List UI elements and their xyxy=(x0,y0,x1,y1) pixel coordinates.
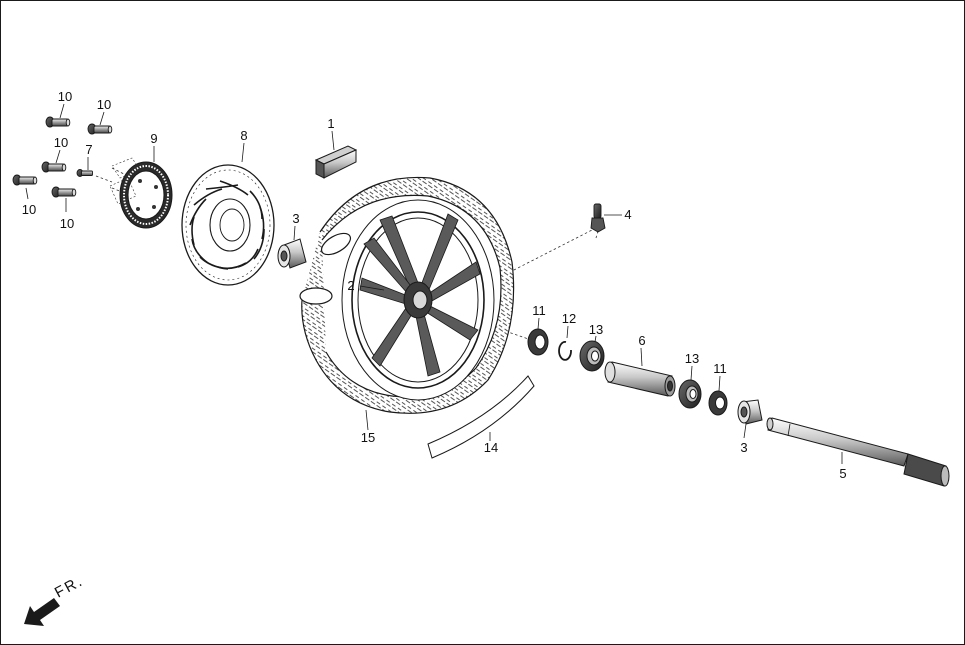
front-direction-indicator: FR. xyxy=(24,572,87,626)
screw-icon xyxy=(76,169,93,177)
distance-collar xyxy=(604,361,676,397)
sensor-ring xyxy=(119,161,173,229)
callout-10-d: 10 xyxy=(22,202,36,217)
bolt-icon xyxy=(41,161,67,173)
callout-14: 14 xyxy=(484,440,498,455)
callout-7: 7 xyxy=(85,142,92,157)
bolt-icon xyxy=(12,174,38,186)
bolt-group xyxy=(12,116,113,198)
spacer-left xyxy=(277,238,307,269)
callout-11-left: 11 xyxy=(532,303,546,318)
bolt-icon xyxy=(87,123,113,135)
oil-seal-right xyxy=(708,390,728,416)
arrow-down-left-icon xyxy=(24,598,60,626)
callout-5: 5 xyxy=(839,466,846,481)
callout-2: 2 xyxy=(347,278,354,293)
callout-10-a: 10 xyxy=(58,89,72,104)
callout-8: 8 xyxy=(240,128,247,143)
balance-weight xyxy=(314,145,358,179)
callout-11-right: 11 xyxy=(713,361,727,376)
front-direction-label: FR. xyxy=(52,572,87,601)
mounting-guide xyxy=(109,157,141,205)
tire-valve xyxy=(590,203,606,233)
callout-4: 4 xyxy=(624,207,631,222)
callout-9: 9 xyxy=(150,131,157,146)
callout-6: 6 xyxy=(638,333,645,348)
callout-12: 12 xyxy=(562,311,576,326)
rim-strip xyxy=(427,375,535,459)
bolt-icon xyxy=(51,186,77,198)
bolt-icon xyxy=(45,116,71,128)
spacer-right xyxy=(737,399,763,425)
callout-3-left: 3 xyxy=(292,211,299,226)
callout-10-b: 10 xyxy=(97,97,111,112)
brake-disc xyxy=(181,164,275,286)
callout-13-right: 13 xyxy=(685,351,699,366)
circlip xyxy=(558,341,572,361)
bearing-left xyxy=(579,340,605,372)
axle xyxy=(766,417,950,487)
callout-labels: 1 2 3 3 4 5 6 7 8 9 10 10 10 10 10 11 11… xyxy=(22,89,847,481)
callout-15: 15 xyxy=(361,430,375,445)
callout-10-e: 10 xyxy=(60,216,74,231)
oil-seal-left xyxy=(527,328,549,356)
callout-3-right: 3 xyxy=(740,440,747,455)
callout-1: 1 xyxy=(327,116,334,131)
leader-lines xyxy=(25,103,843,464)
callout-13-left: 13 xyxy=(589,322,603,337)
callout-10-c: 10 xyxy=(54,135,68,150)
bearing-right xyxy=(678,379,702,409)
wheel-rim xyxy=(341,199,495,401)
